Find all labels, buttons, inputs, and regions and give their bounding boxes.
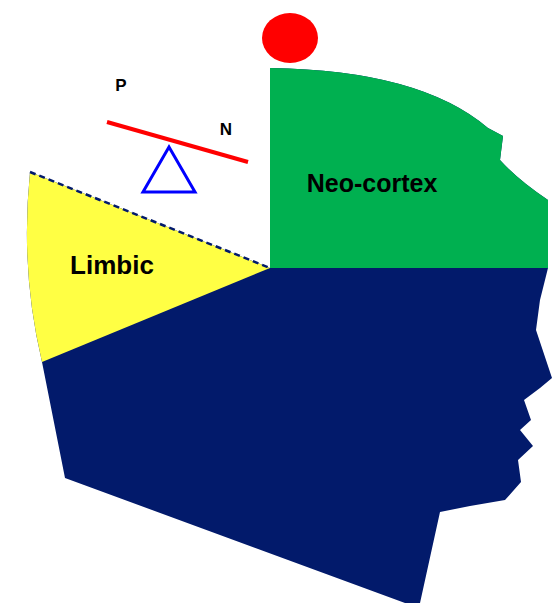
neocortex-region — [270, 68, 548, 268]
limbic-region — [27, 172, 270, 362]
neocortex-area: Neo-cortex — [303, 167, 442, 200]
head-silhouette — [27, 68, 552, 603]
seesaw-label: P — [115, 76, 126, 96]
region-label: Neo-cortex — [307, 169, 438, 198]
limbic-area: Limbic — [66, 248, 158, 283]
red-ball — [262, 13, 318, 63]
region-label: Limbic — [70, 250, 154, 281]
fulcrum-triangle — [143, 147, 195, 192]
seesaw-label: N — [220, 120, 232, 140]
